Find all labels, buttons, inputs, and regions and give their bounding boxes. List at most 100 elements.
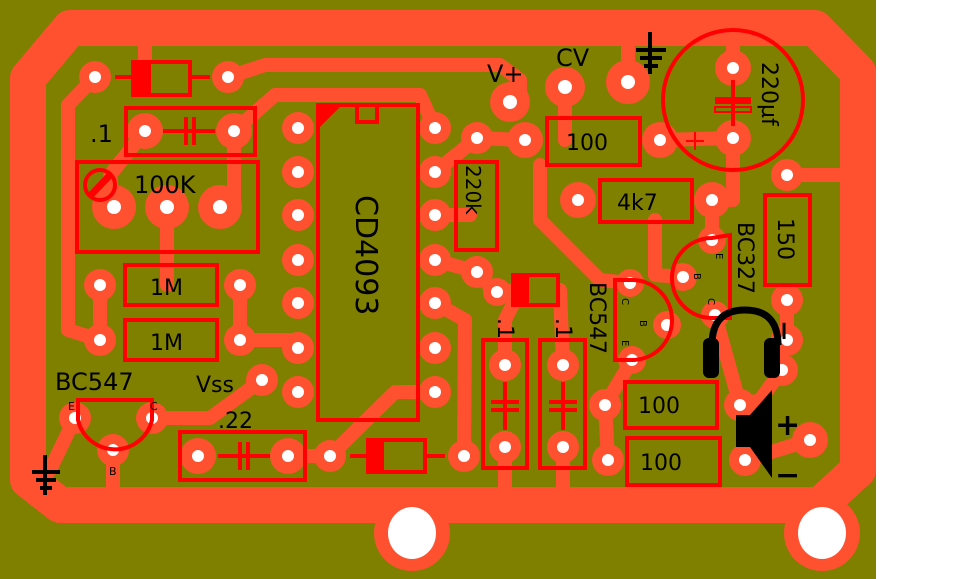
label-bc547-right-e: E [619, 340, 630, 346]
label-res-1m-b: 1M [150, 331, 183, 356]
label-res-100-mid: 100 [638, 394, 680, 419]
drill-hole [107, 200, 121, 214]
silkscreen [75, 28, 812, 487]
diode-bottom [350, 438, 445, 474]
label-speaker-minus: − [775, 458, 800, 493]
label-bc327: BC327 [732, 222, 757, 294]
resistor-100-bot [625, 436, 722, 487]
drill-hole [727, 132, 739, 144]
drill-hole [94, 279, 106, 291]
label-bc547-right-b: B [637, 320, 648, 327]
drill-hole [499, 359, 511, 371]
drill-hole [429, 122, 441, 134]
drill-hole [429, 254, 441, 266]
transistor-bc327 [670, 232, 732, 320]
label-bc547-right-c: C [619, 298, 630, 305]
drill-hole [572, 194, 584, 206]
drill-hole [256, 374, 268, 386]
drill-hole [292, 122, 304, 134]
drill-hole [292, 342, 304, 354]
drill-hole [804, 434, 816, 446]
label-res-150: 150 [772, 218, 797, 260]
labels: .1 100K 1M 1M BC547 E C B Vss .22 CD4093… [55, 44, 800, 493]
drill-hole [519, 134, 531, 146]
resistor-100-mid [623, 380, 719, 430]
drill-hole [192, 450, 204, 462]
label-res-100-top: 100 [566, 131, 608, 156]
drill-hole [599, 399, 611, 411]
label-bc547-right: BC547 [584, 282, 609, 354]
drill-hole [94, 334, 106, 346]
drill-hole [499, 441, 511, 453]
drill-hole [654, 134, 666, 146]
drill-hole [429, 166, 441, 178]
ic-cd4093 [316, 103, 420, 422]
ground-icon-left [32, 455, 60, 495]
drill-hole [557, 441, 569, 453]
transistor-bc547-right [613, 278, 674, 362]
label-ic: CD4093 [348, 195, 383, 315]
potentiometer [75, 160, 260, 254]
drill-hole [324, 450, 336, 462]
capacitor-01-b [538, 338, 587, 470]
label-cap-01-a: .1 [492, 318, 517, 339]
label-res-4k7: 4k7 [617, 191, 658, 216]
label-bc327-c: C [705, 298, 716, 305]
speaker-icon [736, 390, 772, 478]
diode-small [511, 273, 560, 307]
pot-adjust-icon [83, 168, 117, 202]
drill-hole [727, 62, 739, 74]
label-bc327-b: B [691, 273, 702, 280]
label-res-220k: 220k [461, 165, 485, 215]
label-bc547-left-c: C [150, 400, 158, 413]
label-bc547-left: BC547 [55, 368, 134, 396]
drill-hole [292, 254, 304, 266]
copper-traces [10, 10, 876, 523]
drill-hole [160, 200, 174, 214]
label-vplus: V+ [487, 60, 524, 88]
drill-hole [429, 386, 441, 398]
drill-hole [213, 200, 227, 214]
drill-hole [458, 450, 470, 462]
label-res-100-bot: 100 [640, 451, 682, 476]
label-bc547-left-e: E [68, 400, 75, 413]
drill-hole [781, 294, 793, 306]
capacitor-top [124, 106, 257, 157]
ground-icon-top [636, 32, 666, 74]
drill-hole [491, 286, 503, 298]
label-cv: CV [556, 44, 590, 72]
capacitor-220uf [661, 28, 805, 172]
drill-hole [429, 297, 441, 309]
resistor-1m-a [123, 263, 219, 307]
drill-hole [292, 209, 304, 221]
drill-hole [503, 95, 517, 109]
diode-top [115, 60, 210, 97]
drill-hole [558, 80, 572, 94]
drill-hole [471, 266, 483, 278]
resistor-100-top [545, 116, 642, 167]
drill-hole [602, 454, 614, 466]
drill-hole [292, 166, 304, 178]
label-cap-220uf: 220µf [756, 62, 781, 127]
label-speaker-plus: + [775, 408, 800, 443]
drill-hole [222, 71, 234, 83]
piezo-icon [703, 306, 782, 378]
drill-hole [139, 125, 151, 137]
drill-hole [292, 297, 304, 309]
mounting-holes [374, 495, 860, 571]
transistor-bc547-left [76, 398, 154, 452]
drill-hole [677, 271, 689, 283]
resistor-4k7 [598, 178, 694, 224]
label-piezo-minus: − [769, 320, 799, 342]
label-cap-top: .1 [90, 120, 113, 148]
drill-hole [734, 399, 746, 411]
drill-hole [471, 132, 483, 144]
drill-hole [429, 209, 441, 221]
drill-hole [228, 125, 240, 137]
capacitor-022 [178, 430, 307, 482]
drill-hole [781, 334, 793, 346]
drill-hole [781, 169, 793, 181]
label-cap-022: .22 [218, 409, 253, 434]
